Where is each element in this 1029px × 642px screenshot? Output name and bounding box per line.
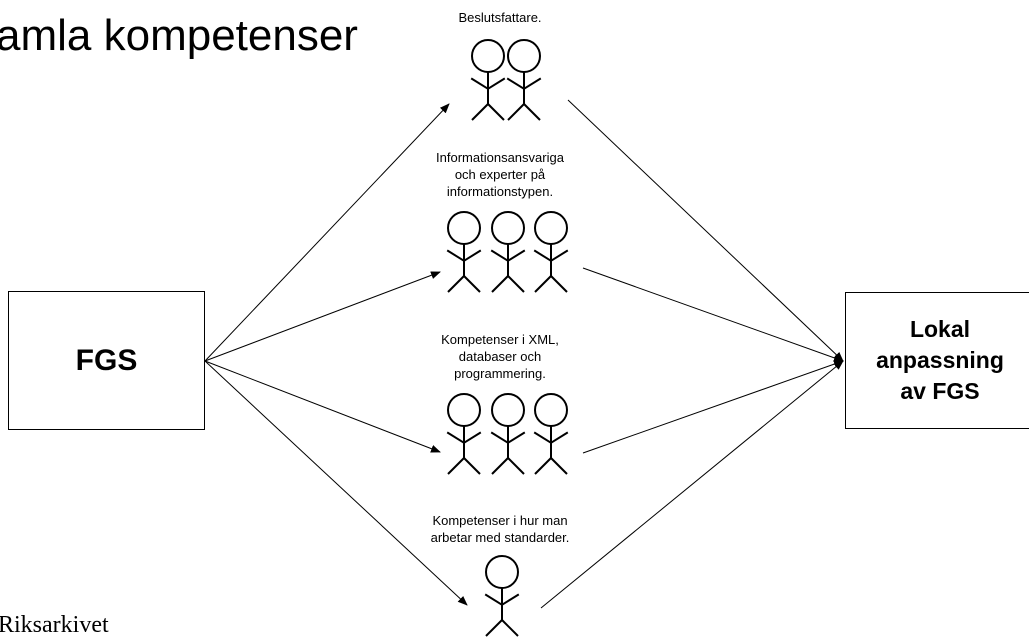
person-icon (506, 39, 542, 121)
group-label-line: Beslutsfattare. (458, 10, 542, 25)
people-layer (446, 39, 569, 637)
lokal-anpassning-line: av FGS (900, 378, 980, 404)
person-icon (484, 555, 520, 637)
group-label-standarder: Kompetenser i hur man arbetar med standa… (400, 512, 600, 546)
group-label-line: informationstypen. (446, 184, 554, 199)
riksarkivet-logo-text: Riksarkivet (0, 612, 109, 638)
arrow-fgs-to-group (204, 360, 468, 606)
arrow-group-to-lokal (540, 360, 844, 609)
group-label-line: och experter på (454, 167, 546, 182)
slide-title: amla kompetenser (0, 11, 358, 60)
group-label-line: arbetar med standarder. (430, 530, 570, 545)
arrow-fgs-to-group (204, 271, 441, 362)
group-label-line: Kompetenser i hur man (432, 513, 568, 528)
group-label-line: Informationsansvariga (436, 150, 564, 165)
person-icon (470, 39, 506, 121)
arrow-group-to-lokal (567, 99, 844, 362)
group-label-informationsansvariga: Informationsansvariga och experter på in… (410, 149, 590, 200)
person-icon (533, 393, 569, 475)
group-label-line: Kompetenser i XML, (441, 332, 559, 347)
arrow-group-to-lokal (582, 267, 844, 362)
group-label-line: programmering. (454, 366, 546, 381)
fgs-label: FGS (75, 343, 138, 377)
person-icon (533, 211, 569, 293)
fgs-box: FGS (8, 291, 205, 430)
arrow-fgs-to-group (204, 360, 441, 453)
lokal-anpassning-line: Lokal (909, 316, 971, 342)
lokal-anpassning-box: Lokal anpassning av FGS (845, 292, 1029, 429)
arrows-layer (204, 99, 844, 609)
lokal-anpassning-line: anpassning (876, 347, 1004, 373)
person-icon (446, 393, 482, 475)
lokal-anpassning-label: Lokal anpassning av FGS (876, 314, 1004, 407)
arrow-fgs-to-group (204, 103, 450, 362)
person-icon (446, 211, 482, 293)
arrow-group-to-lokal (582, 360, 844, 454)
group-label-beslutsfattare: Beslutsfattare. (420, 9, 580, 26)
group-label-xml-kompetenser: Kompetenser i XML, databaser och program… (410, 331, 590, 382)
person-icon (490, 393, 526, 475)
person-icon (490, 211, 526, 293)
group-label-line: databaser och (458, 349, 542, 364)
